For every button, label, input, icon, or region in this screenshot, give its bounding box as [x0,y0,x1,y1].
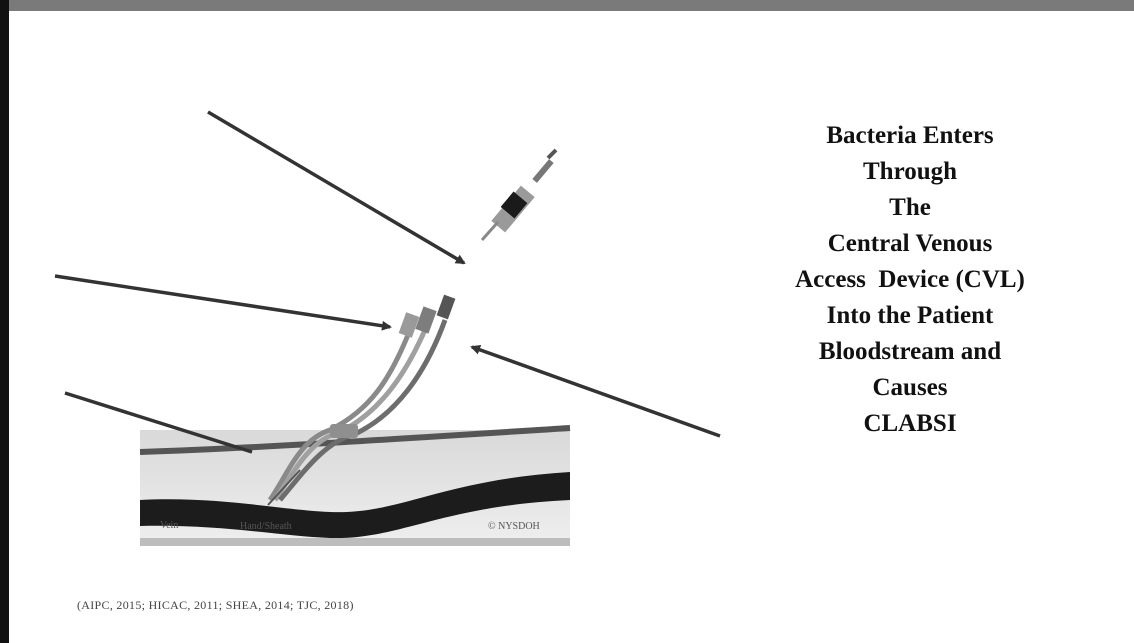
illustration-label-vein: Vein [160,520,178,531]
arrow-connector [472,347,720,436]
caption-line: Through [720,154,1100,190]
illustration-label-middle: Hand/Sheath [240,521,292,532]
caption-line: Access Device (CVL) [720,262,1100,298]
syringe [482,150,556,240]
caption-line: Causes [720,370,1100,406]
caption-line: Bloodstream and [720,334,1100,370]
caption-line: The [720,190,1100,226]
arrow-hub [55,276,390,327]
arrow-syringe [208,112,464,263]
slide-caption: Bacteria Enters Through The Central Veno… [720,118,1100,442]
caption-line: Into the Patient [720,298,1100,334]
citation-text: (AIPC, 2015; HICAC, 2011; SHEA, 2014; TJ… [77,598,354,613]
illustration-label-copyright: © NYSDOH [488,521,540,532]
caption-line: Central Venous [720,226,1100,262]
entry-arrows [55,112,720,452]
caption-line: Bacteria Enters [720,118,1100,154]
caption-line: CLABSI [720,406,1100,442]
